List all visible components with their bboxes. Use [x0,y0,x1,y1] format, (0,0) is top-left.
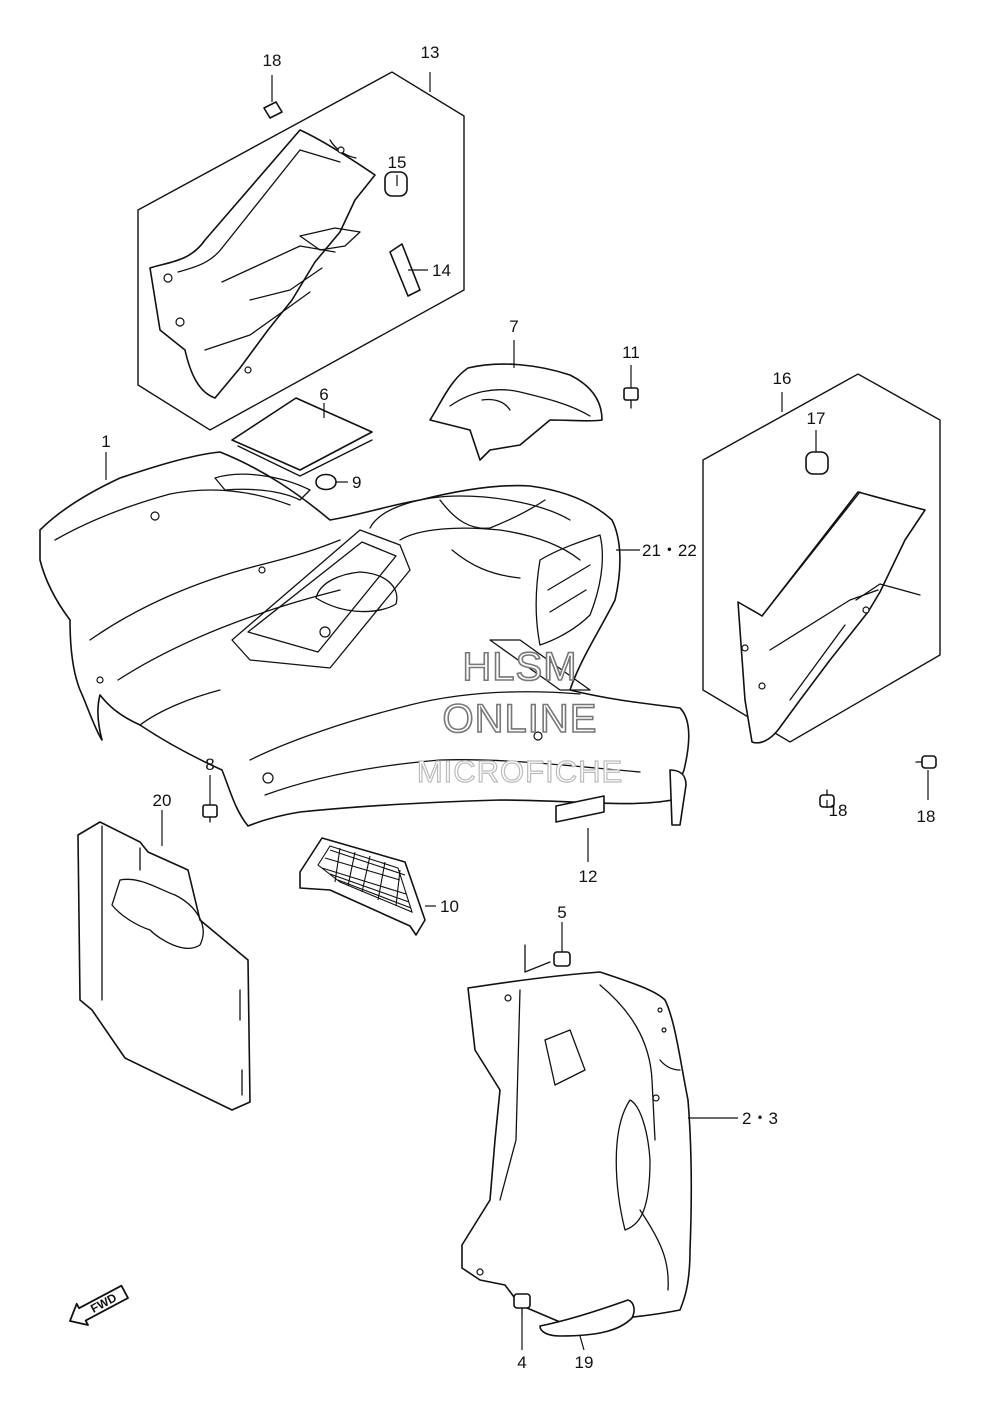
part-group-16 [702,373,941,744]
label-16: 16 [773,369,792,388]
label-12: 12 [579,867,598,886]
label-20: 20 [153,791,172,810]
watermark-line-3: MICROFICHE [417,754,623,789]
part-17-bushing [805,451,829,475]
part-8-bolt [202,804,218,823]
part-19-strip [539,1299,635,1337]
label-6: 6 [319,385,328,404]
part-6-lid [231,397,373,471]
part-7-bracket [429,363,603,461]
label-19: 19 [575,1353,594,1372]
label-8: 8 [205,755,214,774]
part-18-clip-right [915,755,937,769]
label-7: 7 [509,317,518,336]
fwd-arrow-icon: FWD [69,1284,129,1326]
part-group-13 [137,71,465,431]
part-18-clip-top [263,101,283,119]
label-5: 5 [557,903,566,922]
label-10: 10 [440,897,459,916]
assembly-box-13 [137,71,465,431]
watermark-line-1: HLSM [462,645,577,689]
label-2-3: 2・3 [742,1109,778,1128]
label-18-right: 18 [917,807,936,826]
part-4-bolt [513,1293,531,1317]
part-9-grommet [315,473,337,491]
label-9: 9 [352,473,361,492]
part-16-cover [737,491,926,744]
label-13: 13 [421,43,440,62]
watermark: HLSM ONLINE MICROFICHE [416,644,623,789]
part-14-pad [389,243,421,297]
label-11: 11 [622,343,640,362]
label-17: 17 [807,409,826,428]
part-15-bushing [384,171,408,197]
label-21-22: 21・22 [642,541,697,560]
part-10-grille [299,837,426,936]
part-12-reflector [555,795,605,823]
label-18-mid: 18 [829,801,848,820]
part-1-front-fender [39,451,690,827]
assembly-box-16 [702,373,941,743]
part-11-bolt [623,387,639,409]
label-4: 4 [517,1353,526,1372]
part-5-bolt [553,951,571,967]
leader-lines [105,72,929,1351]
part-labels: 13 18 15 14 7 11 6 9 1 21・22 16 17 18 18… [101,43,935,1372]
watermark-line-2: ONLINE [443,697,598,741]
part-20-shield [77,821,251,1111]
part-1-body [39,451,690,827]
label-14: 14 [432,261,451,280]
label-18-top: 18 [263,51,282,70]
label-1: 1 [101,432,110,451]
part-2-3-inner-panel [461,944,693,1323]
label-15: 15 [388,153,407,172]
